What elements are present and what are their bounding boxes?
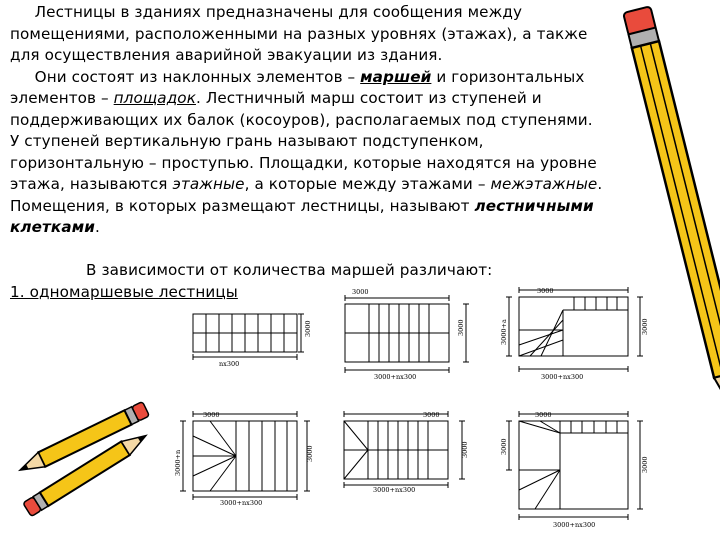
dim-label: 3000+nx300 (541, 373, 583, 381)
dim-label: 3000 (461, 441, 469, 458)
stair-plan-3 (506, 287, 643, 372)
dim-label: 3000 (306, 445, 314, 462)
dim-label: 3000+a (500, 319, 508, 345)
term-kletki: клетками (10, 218, 95, 236)
text-line: Они состоят из наклонных элементов – мар… (10, 67, 650, 89)
term-mezhetazhnye: межэтажные (490, 175, 598, 193)
paragraph-2-line-3: поддерживающих их балок (косоуров), расп… (10, 110, 593, 129)
list-item-1: 1. одномаршевые лестницы (10, 282, 238, 301)
dim-label: 3000+nx300 (553, 521, 595, 529)
dim-label: nx300 (219, 360, 239, 368)
paragraph-2-text: этажа, называются (10, 175, 173, 193)
crossed-pencils-icon (17, 401, 150, 517)
dim-label: 3000 (352, 288, 369, 296)
paragraph-3-intro: В зависимости от количества маршей разли… (86, 261, 493, 279)
paragraph-2-text: Помещения, в которых размещают лестницы,… (10, 196, 475, 215)
term-ploshchadka: площадок (113, 89, 196, 107)
dim-label: 3000 (641, 456, 649, 473)
paragraph-2-text: . Лестничный марш состоит из ступеней и (195, 89, 542, 107)
paragraph-2-text: и горизонтальных (431, 67, 585, 86)
term-lestnichnye: лестничными (474, 196, 594, 215)
dim-label: 3000+n (174, 450, 182, 476)
paragraph-1-line-2: помещениями, расположенными на разных ур… (10, 24, 588, 43)
paragraph-2-text: Они состоят из наклонных элементов – (34, 67, 361, 86)
dim-label: 3000 (537, 287, 554, 295)
stair-plan-6 (506, 411, 643, 520)
dim-label: 3000+nx300 (220, 499, 262, 507)
pencil-icon (622, 6, 720, 425)
paragraph-2-text: . (94, 218, 100, 236)
term-marsh: маршей (360, 67, 432, 86)
dim-label: 3000 (423, 411, 440, 419)
stair-plan-4 (180, 411, 310, 500)
dim-label: 3000+nx300 (374, 373, 416, 381)
stair-plan-1 (192, 313, 304, 360)
paragraph-1-line-1: Лестницы в зданиях предназначены для соо… (34, 3, 523, 21)
dim-label: 3000 (500, 438, 508, 455)
text-line: клетками. (10, 217, 650, 239)
text-line: Лестницы в зданиях предназначены для соо… (10, 2, 650, 24)
stair-plan-2 (344, 295, 469, 373)
dim-label: 3000 (457, 319, 465, 336)
paragraph-2-text: , а которые между этажами – (244, 175, 491, 193)
paragraph-2-text: . (597, 175, 603, 193)
stair-plan-5 (343, 411, 465, 488)
paragraph-2-text: элементов – (10, 89, 114, 107)
text-line: элементов – площадок. Лестничный марш со… (10, 88, 650, 110)
dim-label: 3000+nx300 (373, 486, 415, 494)
paragraph-1-line-3: для осуществления аварийной эвакуации из… (10, 46, 443, 64)
text-line: этажа, называются этажные, а которые меж… (10, 174, 650, 196)
term-etazhnye: этажные (172, 175, 245, 193)
paragraph-2-line-5: горизонтальную – проступью. Площадки, ко… (10, 153, 597, 172)
dim-label: 3000 (535, 411, 552, 419)
text-line: Помещения, в которых размещают лестницы,… (10, 196, 650, 218)
dim-label: 3000 (641, 318, 649, 335)
dim-label: 3000 (304, 320, 312, 337)
dim-label: 3000 (203, 411, 220, 419)
paragraph-2-line-4: У ступеней вертикальную грань называют п… (10, 132, 484, 150)
